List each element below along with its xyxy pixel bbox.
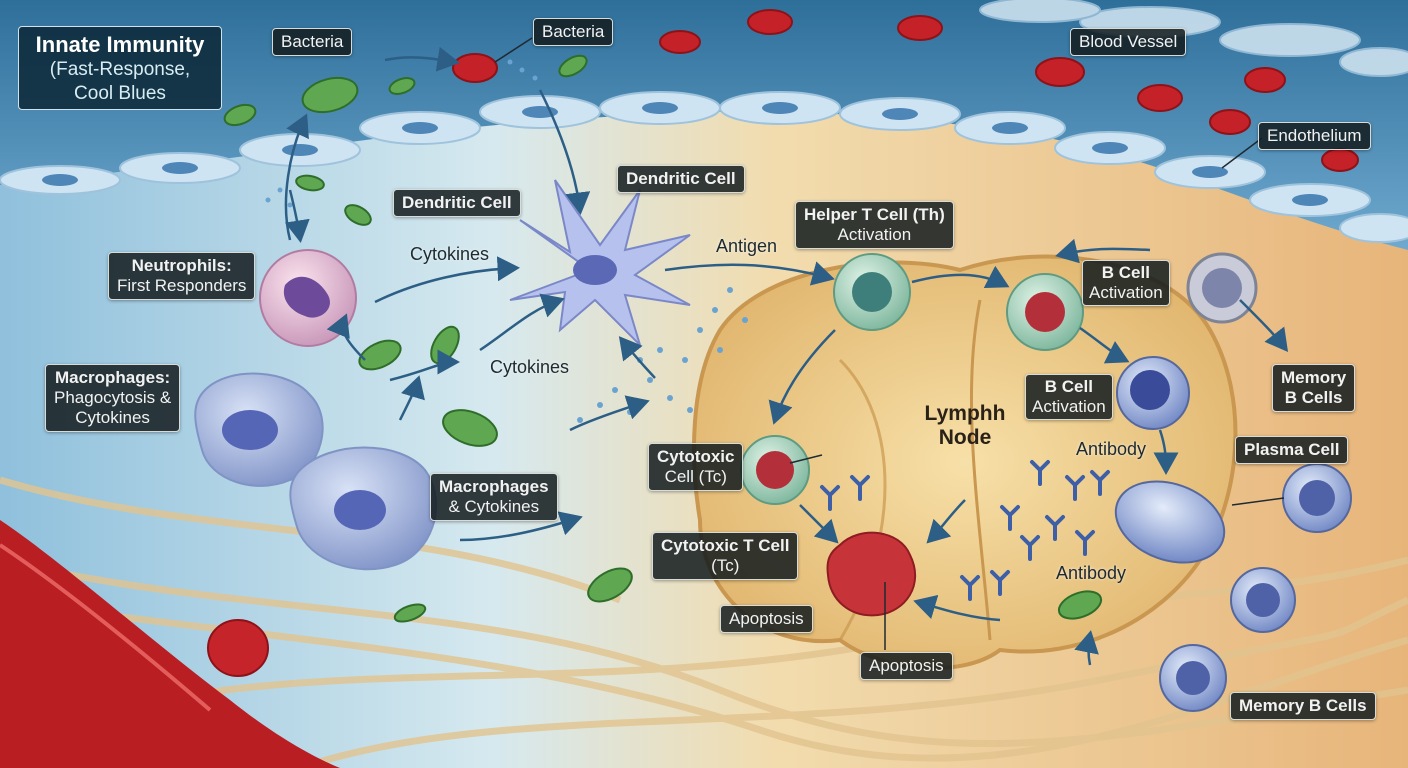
lower-blood-vessel <box>0 520 340 768</box>
label-blood-vessel: Blood Vessel <box>1070 28 1187 56</box>
text-antibody-top: Antibody <box>1076 439 1147 459</box>
label-apoptosis-left: Apoptosis <box>720 605 813 633</box>
text-cytokines-mid: Cytokines <box>490 357 570 377</box>
label-cytotoxic-cell: Cytotoxic Cell (Tc) <box>648 443 744 491</box>
label-bacteria-left: Bacteria <box>272 28 353 56</box>
label-dendritic-right: Dendritic Cell <box>617 165 745 193</box>
label-memory-b-right: Memory B Cells <box>1272 364 1356 412</box>
label-memory-b-bottom: Memory B Cells <box>1230 692 1376 720</box>
lymph-node-label: Lymphh Node <box>910 402 1020 450</box>
title-line-2: (Fast-Response, <box>49 59 191 80</box>
title-box: Innate Immunity (Fast-Response, Cool Blu… <box>18 26 222 110</box>
label-macrophages-left: Macrophages: Phagocytosis & Cytokines <box>45 364 181 432</box>
red-blood-cells <box>452 9 1359 172</box>
title-main: Innate Immunity <box>35 32 205 57</box>
label-endothelium: Endothelium <box>1258 122 1371 150</box>
pointer-lines <box>494 37 1285 650</box>
label-cytotoxic-t-cell: Cytotoxic T Cell (Tc) <box>652 532 799 580</box>
antibodies <box>820 460 1110 601</box>
text-cytokines-top: Cytokines <box>410 244 490 264</box>
label-bacteria-top: Bacteria <box>533 18 614 46</box>
lymph-node-line-2: Node <box>938 426 992 449</box>
label-helper-t-cell: Helper T Cell (Th) Activation <box>795 201 954 249</box>
red-blood-cell-lower <box>207 619 269 677</box>
label-plasma-cell: Plasma Cell <box>1235 436 1349 464</box>
label-apoptosis-bottom: Apoptosis <box>860 652 953 680</box>
label-b-cell-top: B Cell Activation <box>1082 260 1170 306</box>
label-neutrophils: Neutrophils: First Responders <box>108 252 256 300</box>
plasma-cell-body <box>1114 480 1226 564</box>
text-antigen: Antigen <box>716 236 778 256</box>
apoptotic-cell <box>826 531 917 617</box>
lymph-node-line-1: Lymphh <box>924 402 1006 425</box>
flow-arrows <box>284 46 1289 666</box>
label-macrophages-center: Macrophages & Cytokines <box>430 473 558 521</box>
bacteria-group <box>223 54 1103 623</box>
text-antibody-bottom: Antibody <box>1056 563 1127 583</box>
label-dendritic-left: Dendritic Cell <box>393 189 521 217</box>
title-line-3: Cool Blues <box>74 83 166 104</box>
label-b-cell-mid: B Cell Activation <box>1025 374 1113 420</box>
